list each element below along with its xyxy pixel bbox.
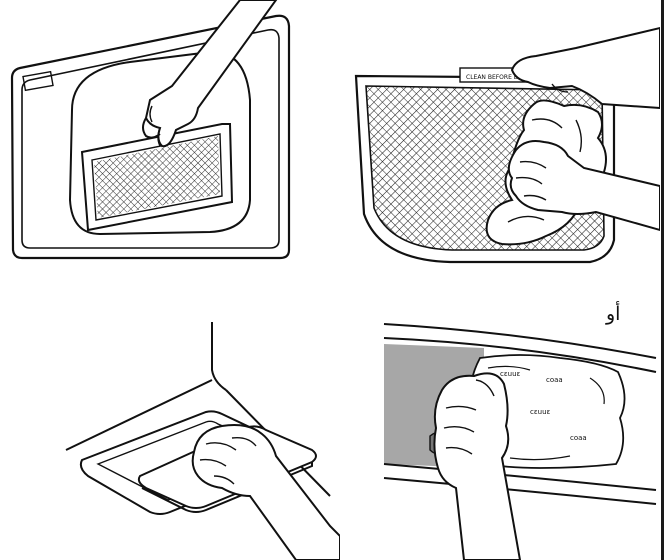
hand-pulling-filter [143,0,276,146]
panel-remove-filter [0,0,310,280]
drum-scribble-3: coaa [570,434,587,442]
panel-wipe-drum-interior: cεuuε coaa coaa cεuuε [380,318,660,560]
drum-scribble-2: coaa [546,376,563,384]
panel-wipe-filter-screen: CLEAN BEFORE EACH LOAD [340,0,660,280]
or-label: أو [606,303,620,325]
drum-scribble-1: cεuuε [500,370,521,378]
right-border-line [661,0,664,560]
panel-wipe-lint-trap-lid [0,300,340,560]
lint-filter [82,124,232,230]
drum-scribble-4: cεuuε [530,408,551,416]
